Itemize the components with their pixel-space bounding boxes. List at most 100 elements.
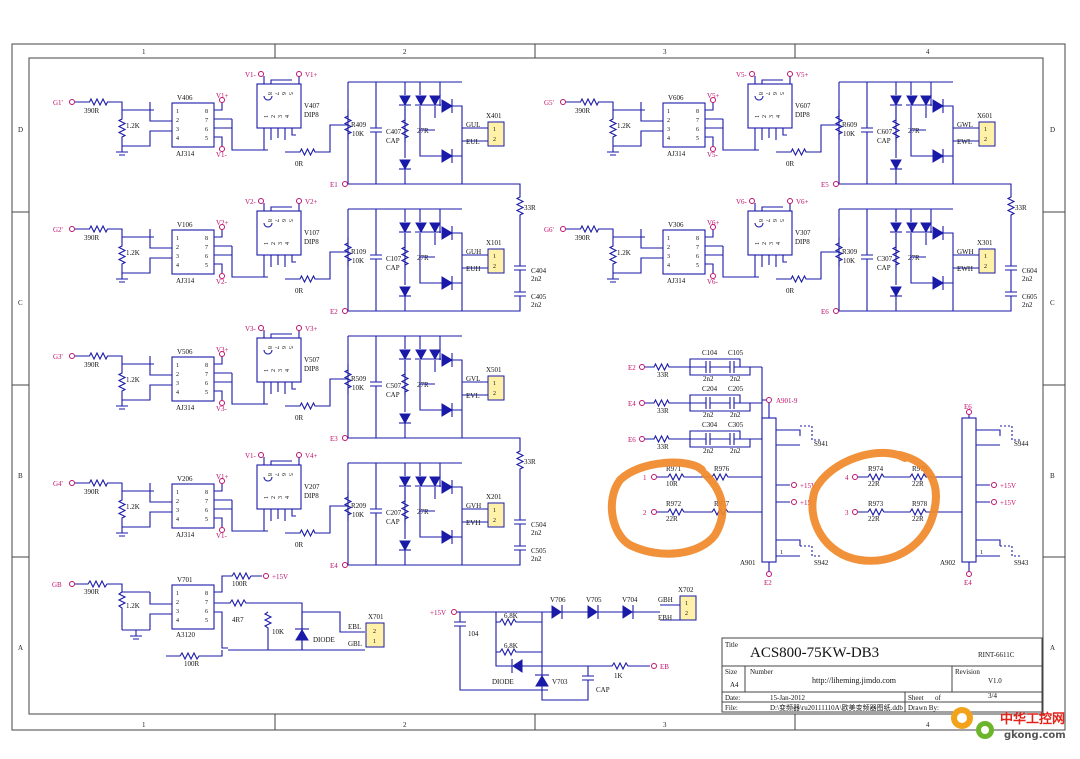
number-value: http://liheming.jimdo.com bbox=[812, 676, 897, 685]
pin-label: 5 bbox=[205, 618, 208, 624]
pin-label: 5 bbox=[778, 92, 784, 95]
driver-ic bbox=[747, 83, 793, 129]
rail-negative-port bbox=[749, 198, 755, 204]
top-resistor-value: 100R bbox=[232, 580, 248, 588]
gate-capacitor bbox=[370, 463, 382, 565]
driver-ic bbox=[256, 83, 302, 129]
pin-label: 2 bbox=[984, 137, 987, 143]
main-resistor-designator: R609 bbox=[842, 121, 858, 129]
input-resistor-value: 390R bbox=[84, 234, 100, 242]
drawing-frame bbox=[11, 43, 1066, 731]
snubber-cap-1-designator: C604 bbox=[1022, 267, 1038, 275]
optocoupler-part: AJ314 bbox=[176, 150, 195, 158]
vminus-port bbox=[219, 273, 225, 279]
gate-driver-channel: G2'390R1.2KV106AJ31412348765V2+V2-V107DI… bbox=[53, 198, 505, 316]
size-value: A4 bbox=[730, 681, 739, 689]
pin-label: 2 bbox=[373, 629, 376, 635]
connector-designator: X401 bbox=[486, 112, 502, 120]
rail-positive-label: V4+ bbox=[305, 452, 318, 460]
main-resistor bbox=[834, 110, 844, 140]
r972-label: R972 bbox=[666, 500, 682, 508]
gate-input-label: G3' bbox=[53, 353, 63, 361]
zener-diode-top bbox=[890, 95, 902, 107]
series-27r-value: 27R bbox=[908, 254, 920, 262]
gate-driver-channel: G1'390R1.2KV406AJ31412348765V1+V1-V407DI… bbox=[53, 71, 505, 189]
pin-label: 2 bbox=[667, 245, 670, 251]
rail-positive-port bbox=[787, 198, 793, 204]
cap-b-value: 2n2 bbox=[730, 375, 741, 383]
s941-label: S941 bbox=[814, 440, 829, 448]
gate-resistor-value: 0R bbox=[295, 160, 304, 168]
pin-label: 1 bbox=[667, 236, 670, 242]
grid-col-1-bottom: 1 bbox=[142, 721, 146, 729]
zener-diode-bottom bbox=[890, 159, 902, 171]
pin-label: 5 bbox=[287, 473, 293, 476]
pin-label: 2 bbox=[667, 118, 670, 124]
pin-label: 2 bbox=[271, 496, 277, 499]
connector-bottom-net: EVH bbox=[466, 519, 480, 527]
pin-label: 1 bbox=[176, 109, 179, 115]
cap-a-designator: C204 bbox=[702, 385, 718, 393]
a902-top-port bbox=[966, 409, 972, 415]
snubber-cap-2-value: 2n2 bbox=[531, 301, 542, 309]
stage-rail-label: +15V bbox=[430, 609, 446, 617]
brake-driver-channel: GB 390R 1.2K V701 A3120 1 2 3 4 8 7 6 5 … bbox=[52, 571, 385, 668]
gate-input-port bbox=[69, 353, 75, 359]
grid-col-2-bottom: 2 bbox=[403, 721, 407, 729]
bridge-diode bbox=[429, 476, 441, 488]
zener-diode-top bbox=[399, 476, 411, 488]
snubber-cap-2-designator: C605 bbox=[1022, 293, 1038, 301]
main-resistor-value: 10K bbox=[352, 257, 364, 265]
s943-label: S943 bbox=[1014, 559, 1029, 567]
input-resistor-value: 390R bbox=[575, 107, 591, 115]
gate-driver-channel: G6'390R1.2KV306AJ31412348765V6+V6-V307DI… bbox=[544, 198, 996, 316]
brake-output-stage: +15V 104 6.8K 6.8K V706 V705 V704 X702 1… bbox=[430, 586, 697, 701]
gate-input-port bbox=[560, 226, 566, 232]
pin-label: 3 bbox=[667, 254, 670, 260]
main-resistor bbox=[834, 237, 844, 267]
input-resistor-value: 390R bbox=[84, 488, 100, 496]
vminus-port bbox=[219, 527, 225, 533]
r974-value: 22R bbox=[868, 480, 880, 488]
vplus-label: V1+ bbox=[216, 92, 229, 100]
gate-driver-channel: G4'390R1.2KV206AJ31412348765V1+V1-V207DI… bbox=[53, 452, 505, 570]
driver-designator: V507 bbox=[304, 356, 320, 364]
gate-resistor-value: 0R bbox=[786, 160, 795, 168]
pin-label: 4 bbox=[176, 390, 179, 396]
main-resistor-designator: R209 bbox=[351, 502, 367, 510]
emitter-port bbox=[833, 181, 839, 187]
capacitor-value: CAP bbox=[386, 518, 400, 526]
diode-v704 bbox=[622, 605, 633, 619]
pin-label: 2 bbox=[176, 600, 179, 606]
highlight-circle-right bbox=[808, 448, 940, 565]
emitter-label: E6 bbox=[821, 308, 829, 316]
input-4-label: 4 bbox=[845, 474, 849, 482]
snubber-cap-1-value: 2n2 bbox=[1022, 275, 1033, 283]
ic-notch-icon bbox=[754, 222, 764, 228]
stage-rail-port bbox=[451, 609, 457, 615]
snubber-cap-2-value: 2n2 bbox=[1022, 301, 1033, 309]
driver-package: DIP8 bbox=[304, 238, 319, 246]
connector-designator: X301 bbox=[977, 239, 993, 247]
pin-label: 3 bbox=[176, 508, 179, 514]
input-3-port bbox=[852, 509, 858, 515]
a902-rail-2-label: +15V bbox=[1000, 499, 1016, 507]
pin-label: 2 bbox=[493, 391, 496, 397]
cap-a-designator: C304 bbox=[702, 421, 718, 429]
pin-label: 2 bbox=[271, 369, 277, 372]
input-resistor-value: 390R bbox=[84, 361, 100, 369]
zener-diode-bottom bbox=[399, 286, 411, 298]
gate-capacitor bbox=[861, 209, 873, 311]
emitter-port bbox=[342, 562, 348, 568]
revision-label: Revision bbox=[955, 668, 980, 676]
rail-negative-label: V2- bbox=[245, 198, 257, 206]
optocoupler-ic bbox=[662, 102, 706, 148]
gate-driver-channels: G1'390R1.2KV406AJ31412348765V1+V1-V407DI… bbox=[53, 71, 1038, 570]
input-resistor bbox=[566, 97, 614, 110]
emitter-net-port bbox=[639, 364, 645, 370]
rail-positive-label: V2+ bbox=[305, 198, 318, 206]
steering-diode-label: DIODE bbox=[492, 678, 514, 686]
gate-driver-channel: G3'390R1.2KV506AJ31412348765V3+V3-V507DI… bbox=[53, 325, 505, 443]
